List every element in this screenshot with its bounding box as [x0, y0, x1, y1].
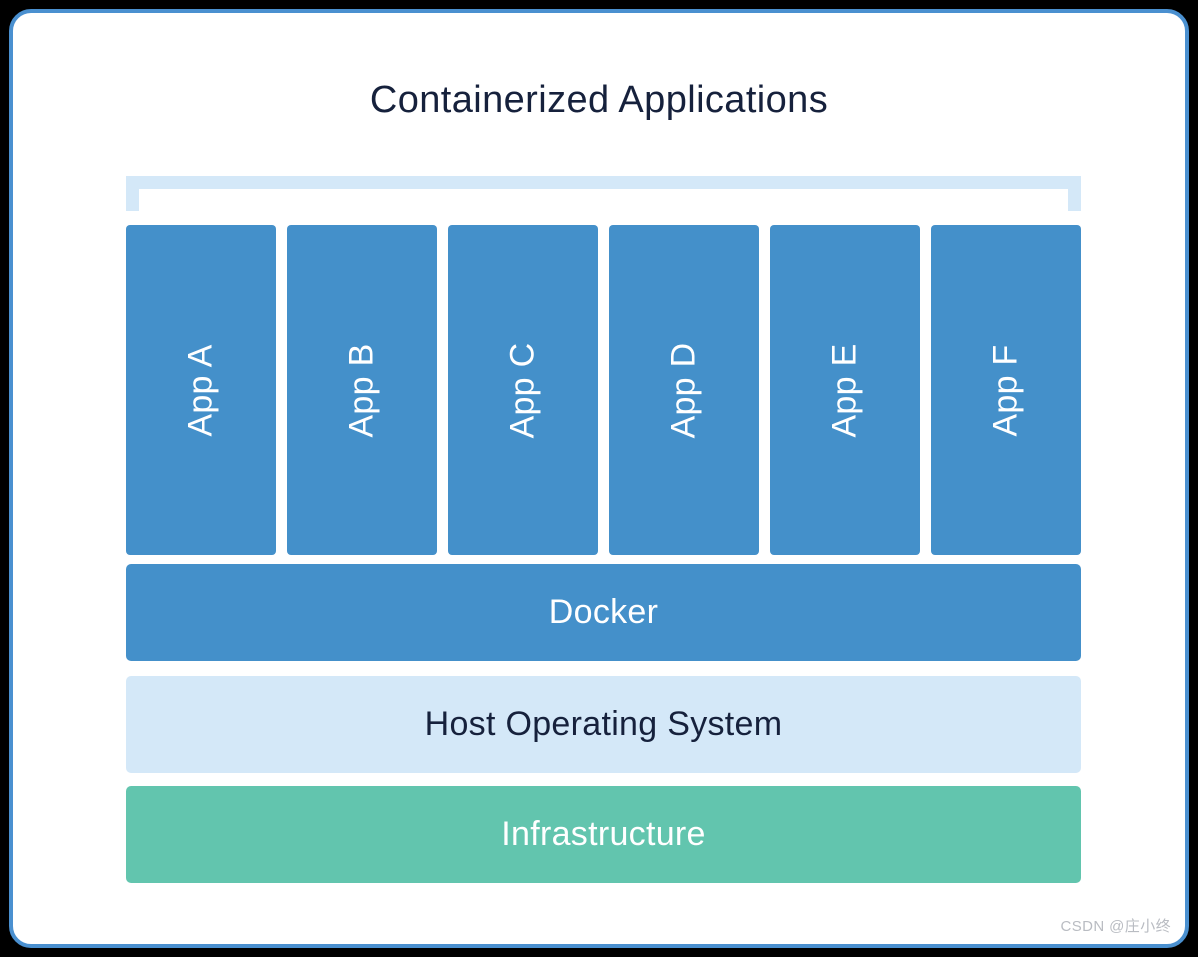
app-label: App B: [342, 342, 381, 438]
app-label: App F: [986, 343, 1025, 437]
layer-docker[interactable]: Docker: [126, 564, 1081, 661]
csdn-watermark: CSDN @庄小终: [1060, 918, 1171, 935]
app-label: App D: [664, 342, 703, 438]
app-container-row: App A App B App C App D App E App F: [126, 225, 1081, 555]
diagram-frame: Containerized Applications App A App B A…: [9, 9, 1189, 948]
layer-host-operating-system[interactable]: Host Operating System: [126, 676, 1081, 773]
app-box-a[interactable]: App A: [126, 225, 276, 555]
app-box-e[interactable]: App E: [770, 225, 920, 555]
app-label: App E: [825, 342, 864, 438]
layer-infrastructure[interactable]: Infrastructure: [126, 786, 1081, 883]
diagram-title: Containerized Applications: [369, 79, 829, 121]
app-label: App A: [181, 343, 220, 437]
app-box-f[interactable]: App F: [931, 225, 1081, 555]
app-box-c[interactable]: App C: [448, 225, 598, 555]
app-box-d[interactable]: App D: [609, 225, 759, 555]
containerized-apps-bracket: [126, 176, 1081, 211]
app-box-b[interactable]: App B: [287, 225, 437, 555]
app-label: App C: [503, 342, 542, 438]
